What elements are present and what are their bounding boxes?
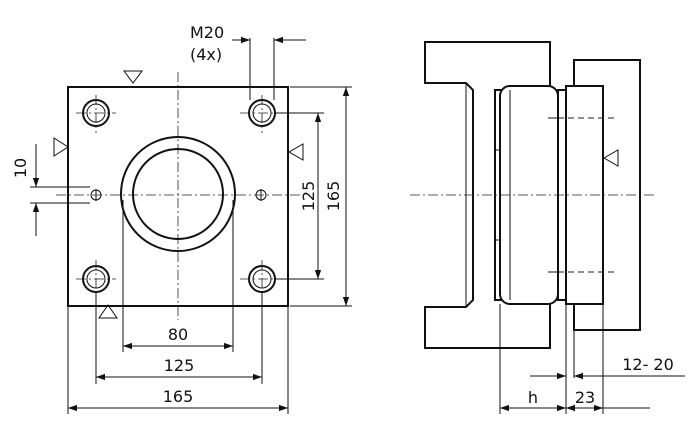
dimension-125-vertical: 125: [276, 112, 324, 280]
dimension-10: 10: [11, 144, 90, 236]
dimension-125-horizontal: 125: [95, 292, 263, 384]
dimension-10-label: 10: [11, 158, 30, 178]
side-view: h 23 12- 20: [410, 41, 685, 414]
triangle-marker-left: [53, 137, 69, 157]
dimension-165-horizontal: 165: [67, 306, 289, 414]
thread-count-label: (4x): [190, 45, 222, 64]
dimension-23-label: 23: [575, 388, 595, 407]
triangle-marker-right: [287, 143, 304, 161]
bore-inner: [132, 148, 224, 240]
dimension-23: 23: [566, 388, 650, 412]
front-view: M20 (4x) 10 125 165: [11, 23, 352, 414]
pin-hole-right: [255, 189, 267, 201]
dimension-h: h: [500, 388, 566, 412]
pin-hole-left: [90, 189, 102, 201]
dimension-12-20-label: 12- 20: [622, 355, 674, 374]
thread-label: M20: [190, 23, 224, 42]
dimension-165-horizontal-label: 165: [163, 387, 194, 406]
dimension-125-vertical-label: 125: [299, 181, 318, 212]
dimension-h-label: h: [528, 388, 538, 407]
dimension-125-horizontal-label: 125: [164, 356, 195, 375]
triangle-marker-side: [602, 149, 619, 167]
dimension-165-vertical: 165: [290, 86, 352, 307]
dimension-80-label: 80: [168, 325, 188, 344]
bolt-hole-top-right: [240, 95, 284, 133]
dimension-80: 80: [122, 200, 234, 352]
triangle-marker-bottom: [98, 304, 118, 319]
dimension-12-20: 12- 20: [530, 355, 685, 380]
thread-callout: M20 (4x): [190, 23, 306, 100]
dimension-165-vertical-label: 165: [324, 181, 343, 212]
triangle-marker-top: [123, 70, 143, 84]
bore-outer: [120, 136, 236, 252]
bolt-hole-top-left: [76, 95, 116, 133]
